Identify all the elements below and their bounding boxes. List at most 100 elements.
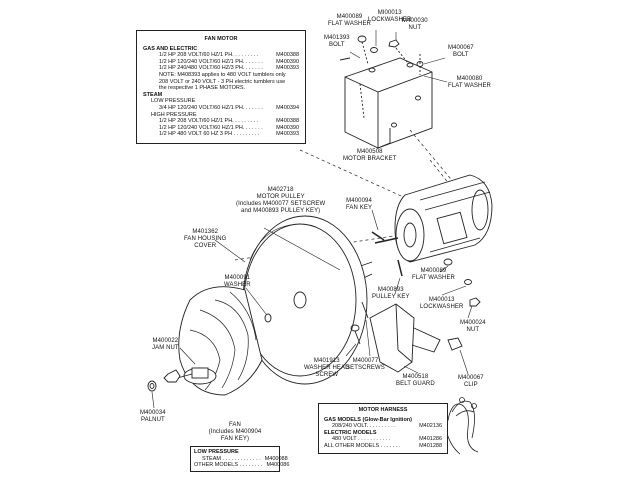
leader-lines xyxy=(151,30,473,409)
table-row: ELECTRIC MODELS xyxy=(324,430,442,437)
part-name: PALNUT xyxy=(140,417,165,423)
part-number: M402718 xyxy=(267,187,294,193)
row-description: 1/2 HP 208 VOLT/60 HZ/1 PH. . . . . . . … xyxy=(159,52,259,59)
table-row: HIGH PRESSURE xyxy=(143,112,299,119)
part-number: M400518 xyxy=(402,374,429,380)
part-name: CLIP xyxy=(463,382,478,388)
part-name: BOLT xyxy=(453,52,469,58)
motor-body-drawing xyxy=(374,174,493,263)
part-name: MOTOR PULLEY xyxy=(256,194,305,200)
fan-housing-cover-drawing xyxy=(242,215,368,385)
part-note: (Includes M400077 SETSCREW xyxy=(236,201,326,207)
setscrews-drawing xyxy=(361,301,369,319)
label-jam-nut: M400022 JAM NUT xyxy=(152,338,179,352)
fan-key-drawing xyxy=(371,231,385,241)
washer-drawing xyxy=(264,313,272,323)
label-bolt-left: M401393 BOLT xyxy=(324,35,350,49)
part-name: LOCKWASHER xyxy=(420,304,464,310)
row-part-number: M400388 xyxy=(276,52,299,59)
row-part-number: M400394 xyxy=(276,104,299,111)
part-number: M400893 xyxy=(377,287,404,293)
part-number: M400024 xyxy=(460,320,486,326)
row-description: STEAM . . . . . . . . . . . . . xyxy=(202,455,261,462)
top-hardware xyxy=(339,35,424,75)
belt-guard-drawing xyxy=(369,303,441,373)
part-number: M400067 xyxy=(458,375,484,381)
row-part-number: M400088 xyxy=(264,455,288,462)
row-description: 1/2 HP 208 VOLT/60 HZ/1 PH. . . . . . . … xyxy=(159,118,259,125)
label-setscrews: M400077 SETSCREWS xyxy=(346,358,385,372)
nuts-drawing xyxy=(147,369,181,392)
part-number: M400094 xyxy=(346,198,372,204)
washer-head-screw-drawing xyxy=(350,324,361,345)
fan-note: (Includes M400904 xyxy=(208,429,262,435)
label-flat-washer-top: M400089 FLAT WASHER xyxy=(328,14,371,28)
motor-harness-table-rows: GAS MODELS (Glow-Bar Ignition)208/240 VO… xyxy=(324,417,442,450)
part-note: and M400893 PULLEY KEY) xyxy=(241,208,321,214)
motor-harness-drawing xyxy=(443,397,479,455)
row-description: GAS MODELS (Glow-Bar Ignition) xyxy=(324,416,412,423)
row-description: 1/2 HP 120/240 VOLT/60 HZ/1 PH. . . . . … xyxy=(159,124,263,131)
row-description: OTHER MODELS . . . . . . . . xyxy=(194,462,263,469)
part-name: MOTOR BRACKET xyxy=(343,156,397,162)
table-row: STEAM . . . . . . . . . . . . .M400088 xyxy=(194,455,288,463)
part-number: M400034 xyxy=(140,410,166,416)
part-number: MI00013 xyxy=(377,10,402,16)
part-name: JAM NUT xyxy=(152,345,179,351)
label-washer: M400091 WASHER xyxy=(224,275,251,289)
fan-title: FAN xyxy=(229,422,241,428)
part-name: COVER xyxy=(194,243,217,249)
row-description: HIGH PRESSURE xyxy=(151,111,197,118)
part-number: M400091 xyxy=(224,275,251,281)
label-pulley-key: M400893 PULLEY KEY xyxy=(372,287,410,301)
row-description: NOTE: M408393 applies to 480 VOLT tumble… xyxy=(159,71,286,78)
label-flat-washer-mid: M400089 FLAT WASHER xyxy=(412,268,455,282)
part-number: M400077 xyxy=(352,358,379,364)
row-description: LOW PRESSURE xyxy=(194,449,239,455)
label-belt-guard: M400518 BELT GUARD xyxy=(396,374,435,388)
row-description: 1/2 HP 240/480 VOLT/60 HZ/3 PH. . . . . … xyxy=(159,65,263,72)
row-description: ELECTRIC MODELS xyxy=(324,429,377,436)
row-description: STEAM xyxy=(143,91,163,98)
label-clip: M400067 CLIP xyxy=(458,375,484,389)
label-bolt-right: M400067 BOLT xyxy=(448,45,474,59)
motor-harness-table-title: MOTOR HARNESS xyxy=(358,407,408,413)
table-row: 1/2 HP 240/480 VOLT/60 HZ/3 PH. . . . . … xyxy=(143,65,299,72)
row-description: the respective 1 PHASE MOTORS. xyxy=(159,85,246,92)
pulley-key-drawing xyxy=(397,259,403,277)
part-name: FLAT WASHER xyxy=(412,275,455,281)
row-part-number: M400390 xyxy=(276,124,299,131)
table-row: 1/2 HP 120/240 VOLT/60 HZ/1 PH. . . . . … xyxy=(143,125,299,132)
row-description: LOW PRESSURE xyxy=(151,98,196,105)
fan-note: FAN KEY) xyxy=(220,436,250,442)
part-name: LOCKWASHER xyxy=(368,17,412,23)
part-name: WASHER HEAD xyxy=(304,365,350,371)
motor-bracket-drawing xyxy=(344,57,433,149)
row-description: 1/2 HP 480 VOLT 60 HZ 3 PH . . . . . . .… xyxy=(159,131,260,138)
row-part-number: M401286 xyxy=(419,436,442,443)
table-row: 208/240 VOLT. . . . . . . . . .M402136 xyxy=(324,423,442,430)
part-number: M400508 xyxy=(356,149,383,155)
label-nut-mid: M400024 NUT xyxy=(460,320,486,334)
right-hardware-drawing xyxy=(443,258,481,351)
table-row: 1/2 HP 208 VOLT/60 HZ/1 PH. . . . . . . … xyxy=(143,52,299,59)
table-row: NOTE: M408393 applies to 480 VOLT tumble… xyxy=(143,72,299,79)
table-row: LOW PRESSURE xyxy=(194,449,276,456)
label-lockwasher-top: MI00013 LOCKWASHER xyxy=(368,10,411,24)
part-name: WASHER xyxy=(224,282,251,288)
label-fan-key: M400094 FAN KEY xyxy=(346,198,372,212)
part-name: BELT GUARD xyxy=(396,381,435,387)
table-row: STEAM xyxy=(143,92,299,99)
row-description: 480 VOLT . . . . . . . . . . . xyxy=(332,436,391,443)
fan-table-title: FAN (Includes M400904 FAN KEY) xyxy=(190,422,280,443)
table-row: GAS MODELS (Glow-Bar Ignition) xyxy=(324,417,442,424)
row-part-number: M401288 xyxy=(419,442,442,449)
label-nut-top: M400030 NUT xyxy=(402,18,428,32)
part-number: M400022 xyxy=(152,338,179,344)
part-number: M400030 xyxy=(402,18,428,24)
part-name: FLAT WASHER xyxy=(448,83,491,89)
row-description: 3/4 HP 120/240 VOLT/60 HZ/1 PH. . . . . … xyxy=(159,104,263,111)
part-name: NUT xyxy=(466,327,480,333)
table-row: GAS AND ELECTRIC xyxy=(143,46,299,53)
